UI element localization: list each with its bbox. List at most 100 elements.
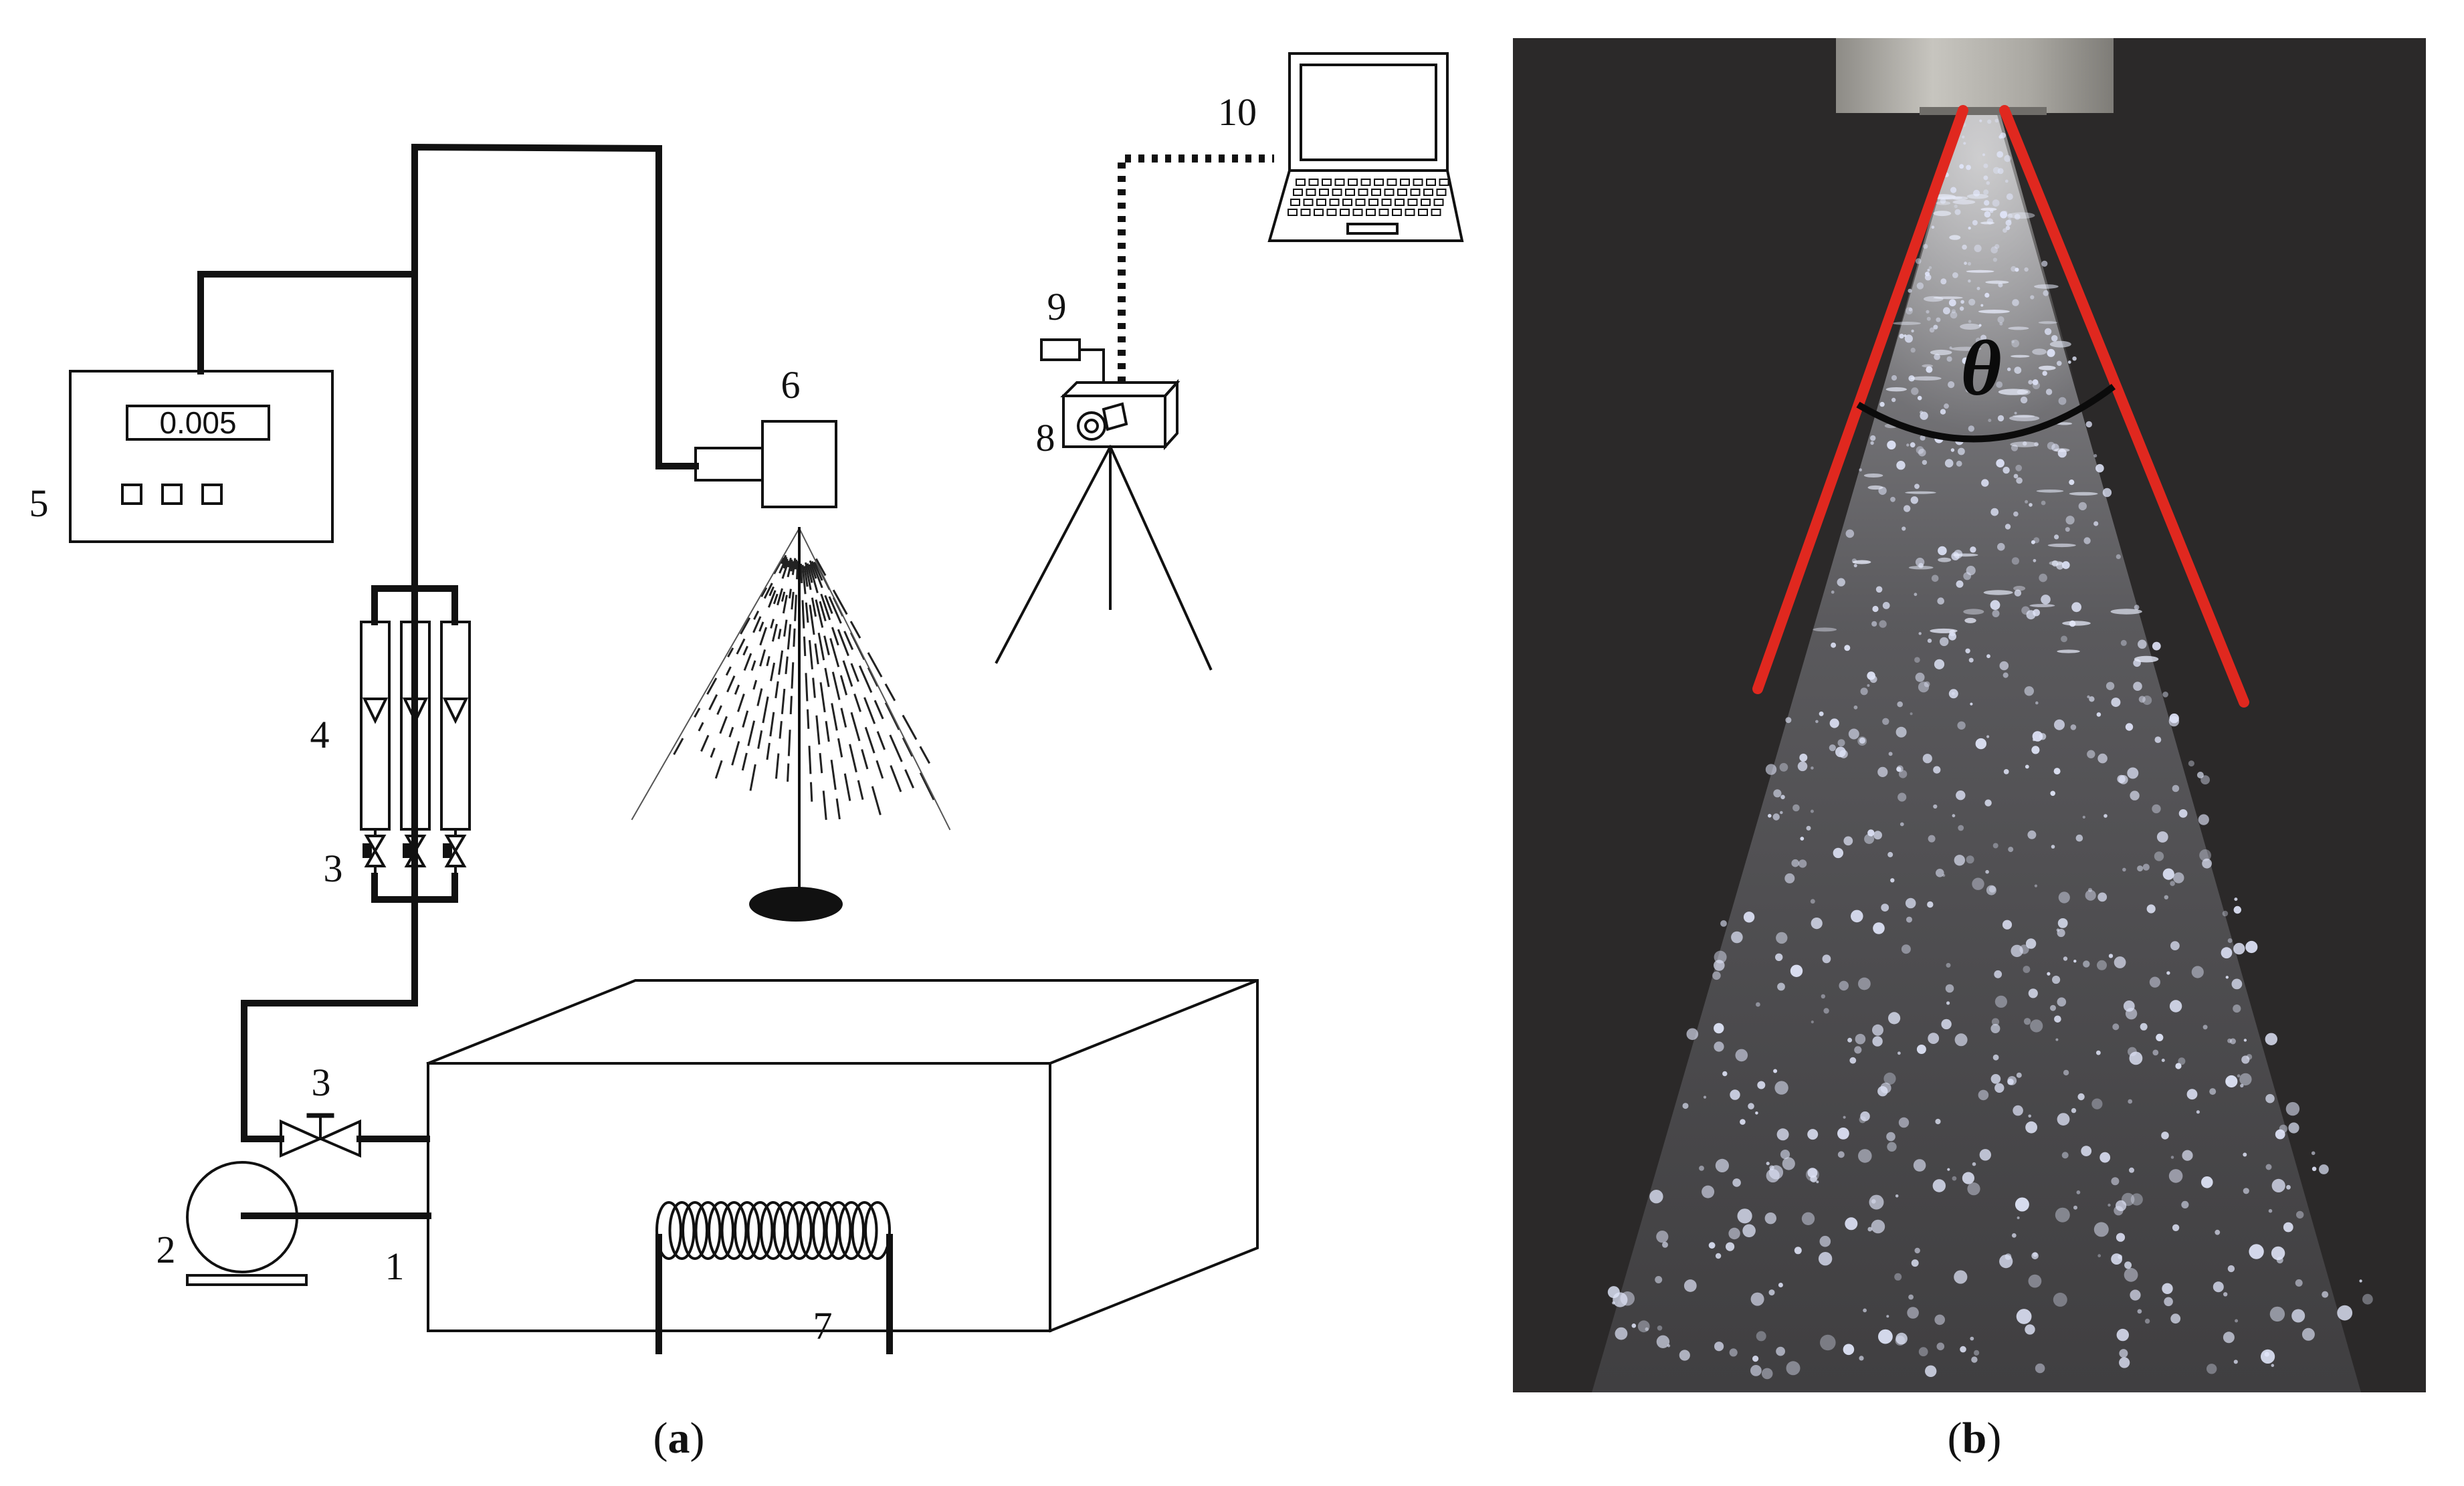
spray-streak (787, 559, 793, 578)
droplet (1968, 320, 1972, 324)
droplet (1990, 1024, 2000, 1033)
spray-streak (753, 610, 760, 621)
ligament (1922, 364, 1933, 368)
droplet (2149, 976, 2160, 988)
droplet (1863, 1308, 1867, 1313)
spray-streak (791, 558, 797, 575)
spray-streak (812, 677, 816, 698)
droplet (2168, 1169, 2183, 1183)
droplet (2265, 1033, 2277, 1046)
droplet (2003, 228, 2007, 233)
spray-streak (756, 688, 763, 706)
droplet (1915, 258, 1922, 264)
keyboard-key (1340, 209, 1350, 216)
spray-streak (801, 600, 805, 629)
heater-coil (655, 1201, 893, 1354)
spray-streak (850, 663, 859, 682)
droplet (1962, 244, 1967, 250)
spray-streak (740, 617, 751, 635)
droplet (1915, 557, 1925, 567)
droplet (1972, 220, 1978, 225)
droplet (1877, 766, 1888, 777)
keyboard-key (1384, 189, 1395, 196)
coil-loop (812, 1201, 839, 1260)
droplet (2172, 784, 2180, 792)
droplet (1950, 448, 1955, 452)
droplet (1845, 529, 1855, 538)
droplet (2002, 920, 2013, 930)
droplet (1714, 960, 1725, 971)
droplet (2222, 910, 2229, 917)
droplet (2043, 290, 2049, 296)
droplet (2011, 944, 2023, 958)
droplet (2202, 858, 2213, 869)
spray-streak (766, 655, 771, 667)
keyboard-key (1303, 199, 1314, 206)
droplet (2178, 809, 2188, 818)
droplet (2124, 1267, 2138, 1282)
coil-loop (786, 1201, 813, 1260)
droplet (2311, 1151, 2316, 1156)
droplet (2225, 1075, 2238, 1088)
droplet (2053, 1292, 2067, 1307)
droplet (2011, 1233, 2017, 1238)
droplet (2227, 938, 2233, 943)
droplet (1818, 1252, 1833, 1266)
droplet (1848, 728, 1859, 740)
droplet (1967, 261, 1972, 266)
spray-streak (775, 681, 779, 699)
spray-streak (904, 769, 914, 788)
droplet (1937, 597, 1944, 605)
droplet (2116, 1233, 2126, 1242)
spray-streak (725, 666, 732, 676)
ligament (1933, 211, 1952, 217)
droplet (1990, 600, 2000, 611)
droplet (2095, 463, 2104, 473)
droplet (2137, 865, 2144, 872)
droplet (1806, 825, 1811, 831)
droplet (2057, 928, 2065, 938)
spray-streak (749, 764, 756, 791)
ligament (2017, 389, 2031, 395)
droplet (2196, 771, 2204, 778)
spray-streak (778, 650, 784, 675)
spray-streak (843, 631, 854, 650)
droplet (1807, 1129, 1819, 1140)
flow-meter-display-unit (69, 370, 334, 543)
droplet (1916, 282, 1924, 290)
droplet (1887, 1142, 1897, 1152)
spray-streak (825, 721, 830, 742)
droplet (1780, 794, 1785, 800)
droplet (1951, 309, 1956, 314)
droplet (1925, 272, 1930, 277)
droplet (2067, 360, 2071, 364)
droplet (2047, 441, 2055, 450)
droplet (1853, 705, 1858, 710)
droplet (1607, 1286, 1620, 1299)
droplet (1807, 1168, 1818, 1178)
droplet (2082, 815, 2085, 819)
droplet (1928, 835, 1936, 843)
droplet (1748, 1103, 1754, 1109)
droplet (2024, 686, 2034, 696)
main-valve (280, 1113, 361, 1158)
droplet (2087, 887, 2093, 892)
droplet (1765, 764, 1777, 775)
keyboard-key (1296, 179, 1306, 186)
label-pump: 2 (157, 1228, 176, 1271)
droplet (2029, 503, 2033, 507)
droplet (1966, 855, 1974, 864)
droplet (2077, 1093, 2085, 1101)
droplet (1703, 1095, 1707, 1099)
droplet (2291, 1309, 2305, 1323)
droplet (2041, 260, 2048, 267)
droplet (1822, 954, 1831, 964)
ligament (1964, 617, 1976, 623)
droplet (2170, 941, 2180, 950)
spray-streak (876, 731, 886, 750)
droplet (1896, 461, 1906, 470)
ligament (1952, 553, 1978, 557)
spray-streak (752, 679, 758, 690)
ligament (2038, 365, 2056, 370)
droplet (2031, 746, 2040, 754)
